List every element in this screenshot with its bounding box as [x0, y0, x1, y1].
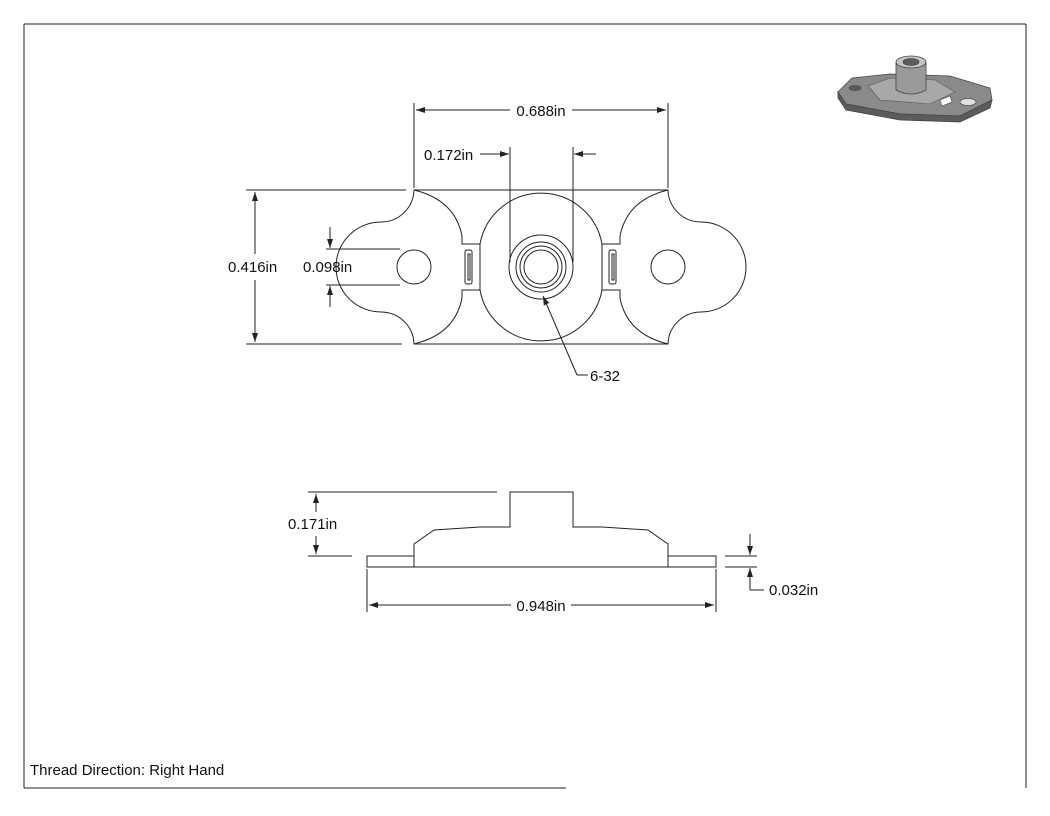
- dim-overall-length-label: 0.948in: [516, 598, 565, 615]
- dim-overall-length: [366, 569, 717, 612]
- boss-outer: [508, 234, 574, 300]
- dim-total-height-label: 0.171in: [288, 516, 337, 533]
- dim-hole: [326, 227, 400, 307]
- dim-thickness: [725, 534, 764, 591]
- dim-hole-label: 0.098in: [303, 259, 352, 276]
- dim-boss-width: [480, 147, 596, 262]
- right-slot: [608, 249, 617, 285]
- thread-leader: [542, 295, 588, 376]
- thread-hole: [523, 249, 559, 285]
- top-view: [335, 189, 747, 345]
- dim-boss-width-label: 0.172in: [424, 147, 473, 164]
- side-view: [366, 491, 717, 568]
- thread-direction-note: Thread Direction: Right Hand: [30, 762, 224, 779]
- right-mounting-hole: [650, 249, 686, 285]
- side-view-outline: [366, 491, 717, 568]
- dim-total-height: [308, 491, 497, 557]
- sheet-border: [23, 23, 1027, 789]
- dim-overall-width-label: 0.688in: [516, 103, 565, 120]
- dim-thickness-label: 0.032in: [769, 582, 818, 599]
- left-slot: [464, 249, 473, 285]
- dim-height: [246, 189, 406, 345]
- isometric-view: [837, 55, 993, 123]
- thread-callout-label: 6-32: [590, 368, 620, 385]
- dim-height-label: 0.416in: [228, 259, 277, 276]
- dim-overall-width: [413, 100, 669, 188]
- left-mounting-hole: [396, 249, 432, 285]
